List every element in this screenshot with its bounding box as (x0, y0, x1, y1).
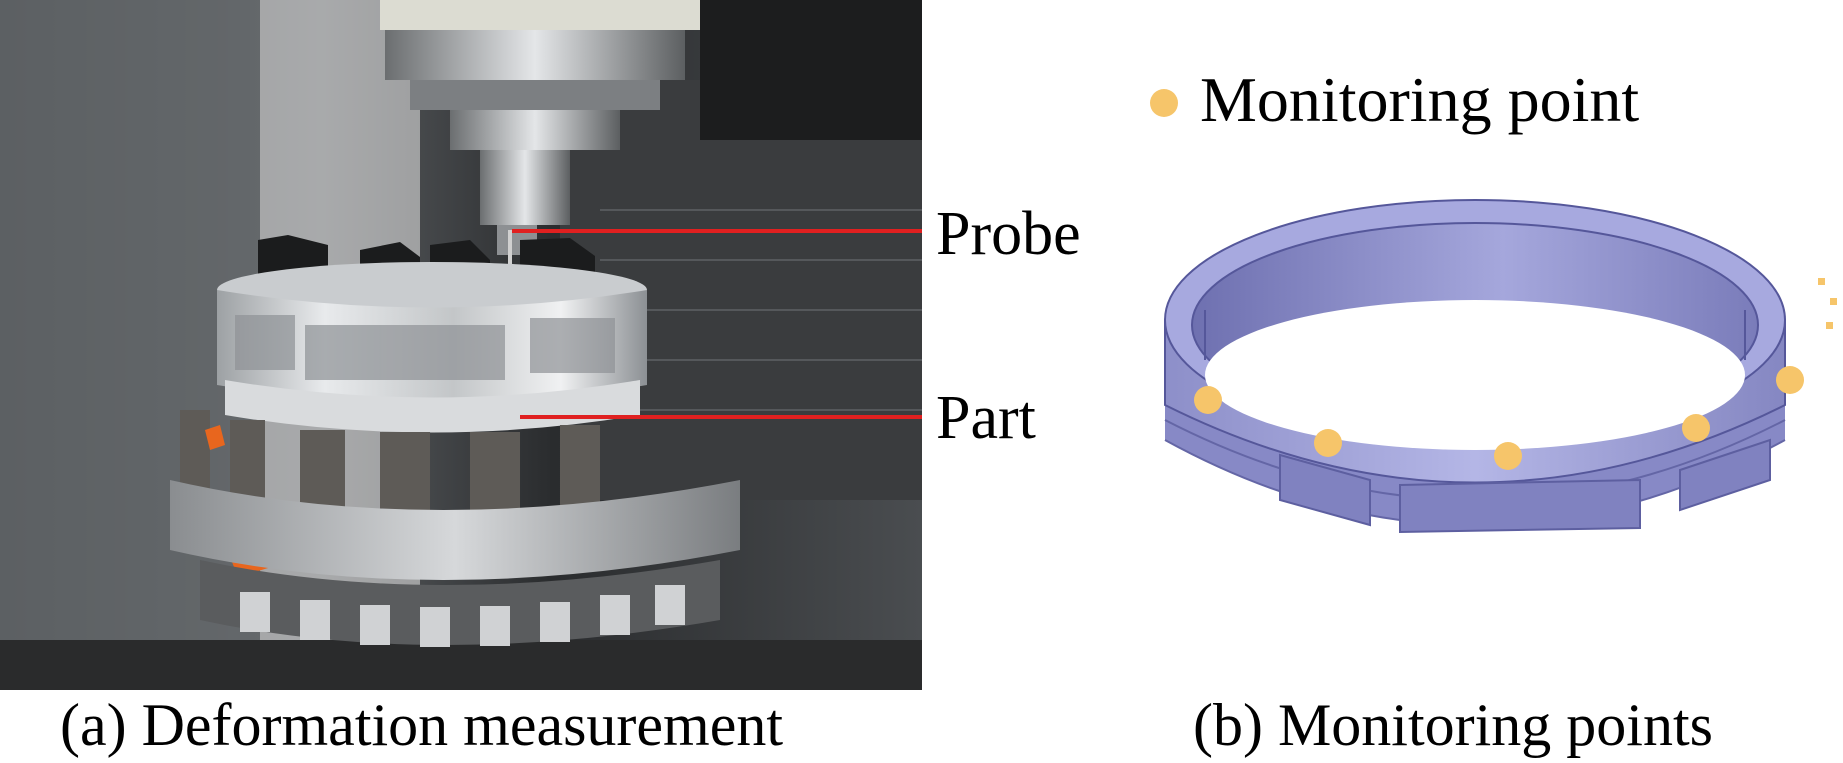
caption-b: (b) Monitoring points (1193, 692, 1713, 758)
monitoring-point (1682, 414, 1710, 442)
machine-photo (0, 0, 922, 690)
monitoring-points (1194, 366, 1804, 470)
panel-deformation-measurement (0, 0, 922, 690)
caption-a: (a) Deformation measurement (60, 692, 784, 758)
monitoring-point (1314, 429, 1342, 457)
ring-model (1164, 199, 1837, 534)
monitoring-point (1194, 386, 1222, 414)
monitoring-point (1776, 366, 1804, 394)
rotary-table (170, 480, 740, 580)
panel-monitoring-points (1100, 0, 1843, 763)
monitoring-point (1494, 442, 1522, 470)
probe-label: Probe (936, 200, 1081, 268)
part-label: Part (936, 384, 1036, 452)
legend-label: Monitoring point (1200, 64, 1640, 135)
spindle-head (380, 0, 700, 30)
legend-marker (1150, 89, 1178, 117)
